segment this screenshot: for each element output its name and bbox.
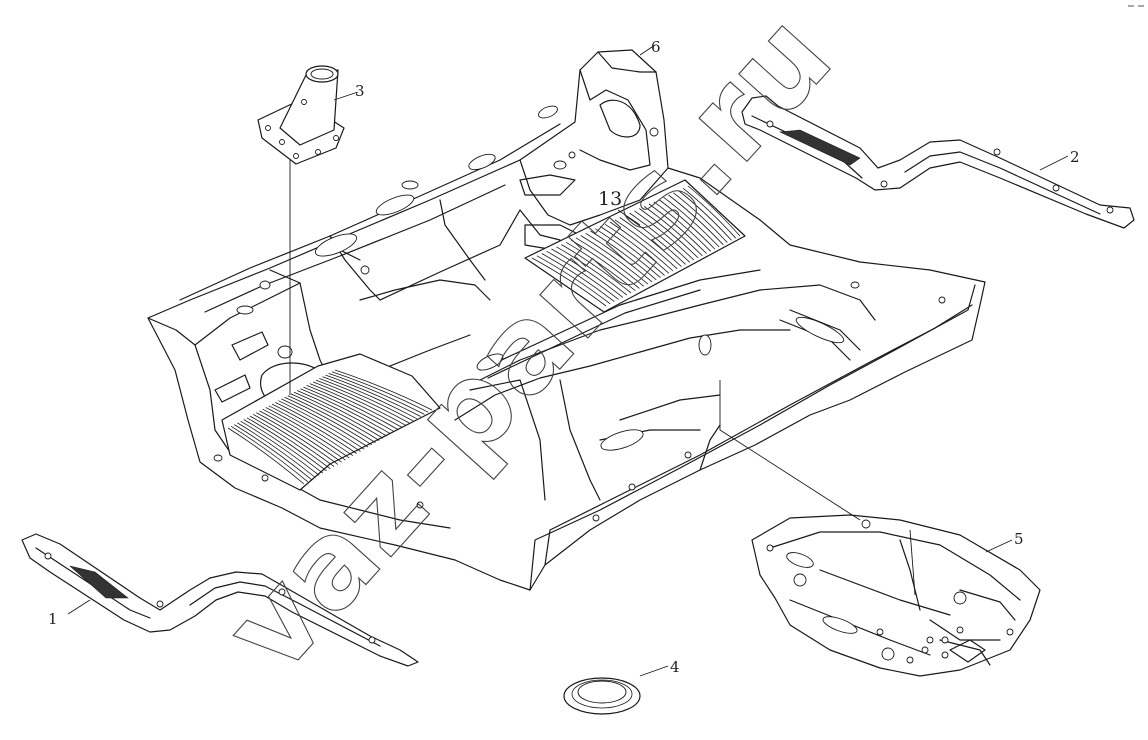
right-sill-trim [741, 95, 1135, 229]
callout-13: 13 [598, 188, 622, 210]
rear-floor-mat-center [524, 179, 746, 313]
floor-panel [147, 49, 986, 591]
left-sill-trim [21, 533, 419, 667]
gear-lever-boot [257, 65, 345, 165]
callout-6: 6 [651, 38, 661, 56]
callout-5: 5 [1014, 530, 1024, 548]
plug-grommet [563, 677, 641, 715]
callout-1: 1 [48, 610, 58, 628]
leader-lines [67, 44, 1069, 677]
callout-labels: 1 2 3 4 5 6 13 [48, 38, 1080, 676]
front-floor-mat-left [221, 353, 441, 491]
callout-2: 2 [1070, 148, 1080, 166]
underbody-shield [751, 514, 1041, 677]
callout-3: 3 [355, 82, 365, 100]
callout-4: 4 [670, 658, 680, 676]
